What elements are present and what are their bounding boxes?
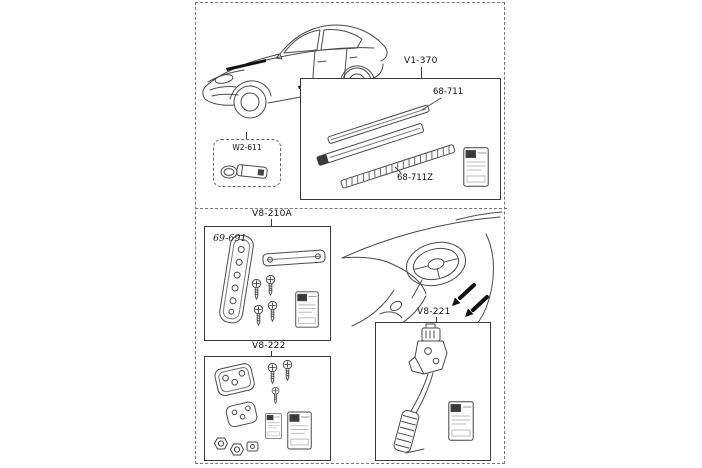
pedal-plate	[393, 409, 420, 453]
parts-package-icon	[287, 411, 312, 450]
pedal-bracket	[408, 340, 448, 375]
parts-package-icon	[295, 291, 319, 328]
gear-shifter	[389, 300, 403, 312]
part-label-68-711: 68-711	[433, 87, 464, 97]
screw-icon	[251, 279, 262, 300]
screw-icon	[271, 387, 280, 404]
mounting-strip	[262, 249, 326, 267]
scuff-plate-rear	[340, 144, 456, 189]
parts-package-icon	[463, 147, 489, 187]
key-ring-drawing	[220, 164, 268, 179]
dashboard-sketch	[341, 211, 503, 333]
section-divider	[195, 208, 507, 209]
accelerator-pedal-drawing	[393, 323, 474, 454]
pedal-pads-drawing	[214, 360, 312, 456]
nut-icon	[214, 437, 228, 450]
steering-wheel	[405, 241, 467, 287]
pedal-pad-small	[225, 401, 258, 428]
parts-package-icon	[265, 413, 282, 439]
diagram-frame	[195, 2, 505, 464]
leader-line	[421, 67, 422, 78]
parts-box-key-ring: W2-611	[213, 139, 281, 187]
part-label-69-691: 69-691	[213, 233, 247, 244]
parts-box-footrest: 69-691	[204, 226, 331, 341]
parts-box-pedal-pads	[204, 356, 331, 461]
kit-label-footrest: V8-210A	[252, 209, 292, 219]
kit-label-accelerator-pedal: V8-221	[417, 307, 451, 317]
clip-icon	[246, 441, 259, 452]
side-mirror	[275, 53, 283, 60]
scuff-plates-drawing	[316, 97, 489, 189]
center-console	[351, 289, 395, 327]
leader-line	[246, 132, 247, 139]
footrest-drawing	[219, 234, 326, 328]
leader-line	[271, 219, 272, 226]
leader-line	[436, 317, 437, 322]
parts-box-scuff-plates: 68-711 68-711Z	[300, 78, 501, 200]
parts-box-accelerator-pedal	[375, 322, 491, 461]
install-direction-arrows	[452, 283, 489, 317]
screw-icon	[265, 275, 276, 296]
pedal-pad-large	[214, 363, 255, 397]
scuff-plate-middle	[316, 123, 424, 166]
scuff-plate-front	[327, 104, 430, 144]
screw-icon	[267, 363, 278, 384]
leader-line	[271, 351, 272, 356]
leader-line	[394, 166, 402, 174]
kit-label-key-ring: W2-611	[232, 143, 262, 152]
screw-icon	[253, 305, 264, 326]
pedal-connector	[421, 323, 441, 342]
part-label-68-711z: 68-711Z	[397, 173, 433, 183]
nut-icon	[230, 443, 244, 456]
screw-icon	[267, 301, 278, 322]
hood-trim-highlight	[226, 59, 266, 71]
kit-label-pedal-pads: V8-222	[252, 341, 286, 351]
leader-line	[421, 97, 442, 111]
kit-label-scuff-plates: V1-370	[404, 56, 438, 66]
screw-icon	[282, 360, 293, 381]
footrest-plate	[219, 234, 254, 324]
headlight	[214, 74, 234, 84]
front-wheel	[229, 80, 272, 119]
parts-package-icon	[448, 401, 474, 441]
